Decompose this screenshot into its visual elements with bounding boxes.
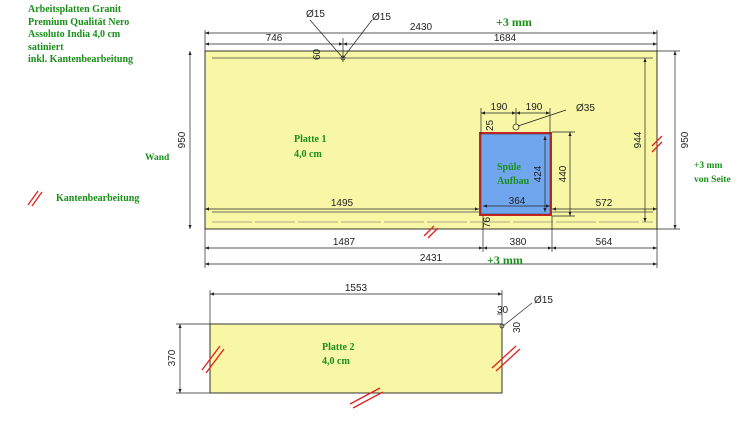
plate-2-edge-mark-icon xyxy=(201,345,521,409)
sink-label-1: Spüle xyxy=(497,162,521,173)
plate-2-hole-y: 30 xyxy=(512,321,523,333)
dim-bottom-left: 1487 xyxy=(333,237,356,248)
dim-sink-inner-width: 364 xyxy=(509,196,526,207)
dim-hole-2: Ø15 xyxy=(372,12,391,23)
dim-sink-top-right: 190 xyxy=(526,102,543,113)
dim-hole-offset: 60 xyxy=(312,48,323,60)
side-extra-label-1: +3 mm xyxy=(694,161,722,171)
plate-1-name: Platte 1 xyxy=(294,134,327,145)
dim-height-left: 950 xyxy=(177,131,188,148)
edge-mark-icon xyxy=(423,135,663,239)
sink-label-2: Aufbau xyxy=(497,176,530,187)
dim-tap-hole: Ø35 xyxy=(576,103,595,114)
plate-1 xyxy=(204,50,658,230)
wall-label: Wand xyxy=(145,153,170,163)
dim-hole-1: Ø15 xyxy=(306,9,325,20)
dim-front-offset: 76 xyxy=(482,216,493,228)
sink-cutout xyxy=(479,123,552,216)
plate-2-name: Platte 2 xyxy=(322,342,355,353)
dim-right-top: 1684 xyxy=(494,33,517,44)
material-note-line: Premium Qualität Nero xyxy=(28,16,130,28)
dim-height-inner: 944 xyxy=(633,131,644,148)
plate-2-hole-x: 30 xyxy=(497,305,509,316)
plate-2 xyxy=(209,323,503,394)
legend-edge-icon xyxy=(27,190,43,207)
plate-2-height: 370 xyxy=(167,349,178,366)
dim-inner-right: 572 xyxy=(596,198,613,209)
legend-label: Kantenbearbeitung xyxy=(56,193,140,204)
dim-bottom-right: 564 xyxy=(596,237,613,248)
dim-total-top: 2430 xyxy=(410,22,433,33)
dim-left-top: 746 xyxy=(266,33,283,44)
dim-total-bottom: 2431 xyxy=(420,253,443,264)
material-note-line: Assoluto India 4,0 cm xyxy=(28,29,121,40)
hole-icon xyxy=(340,55,346,61)
side-extra-label-2: von Seite xyxy=(694,175,731,185)
dim-sink-top-left: 190 xyxy=(491,102,508,113)
plate-2-hole: Ø15 xyxy=(534,295,553,306)
dim-bottom-mid: 380 xyxy=(510,237,527,248)
plate-2-thickness: 4,0 cm xyxy=(322,356,350,367)
material-note-line: inkl. Kantenbearbeitung xyxy=(28,54,134,65)
top-extra-label: +3 mm xyxy=(496,15,532,29)
material-note-line: satiniert xyxy=(28,41,64,53)
dim-sink-outer-height: 440 xyxy=(558,165,569,182)
material-notes: Arbeitsplatten Granit Premium Qualität N… xyxy=(28,4,133,67)
dim-tap-offset: 25 xyxy=(485,119,496,131)
dim-inner-left: 1495 xyxy=(331,198,354,209)
dim-sink-inner-height: 424 xyxy=(533,165,544,182)
bottom-extra-label: +3 mm xyxy=(487,253,523,267)
plate-2-width: 1553 xyxy=(345,283,368,294)
dim-height-outer: 950 xyxy=(680,131,691,148)
material-note-line: Arbeitsplatten Granit xyxy=(28,4,122,15)
plate-1-thickness: 4,0 cm xyxy=(294,149,322,160)
